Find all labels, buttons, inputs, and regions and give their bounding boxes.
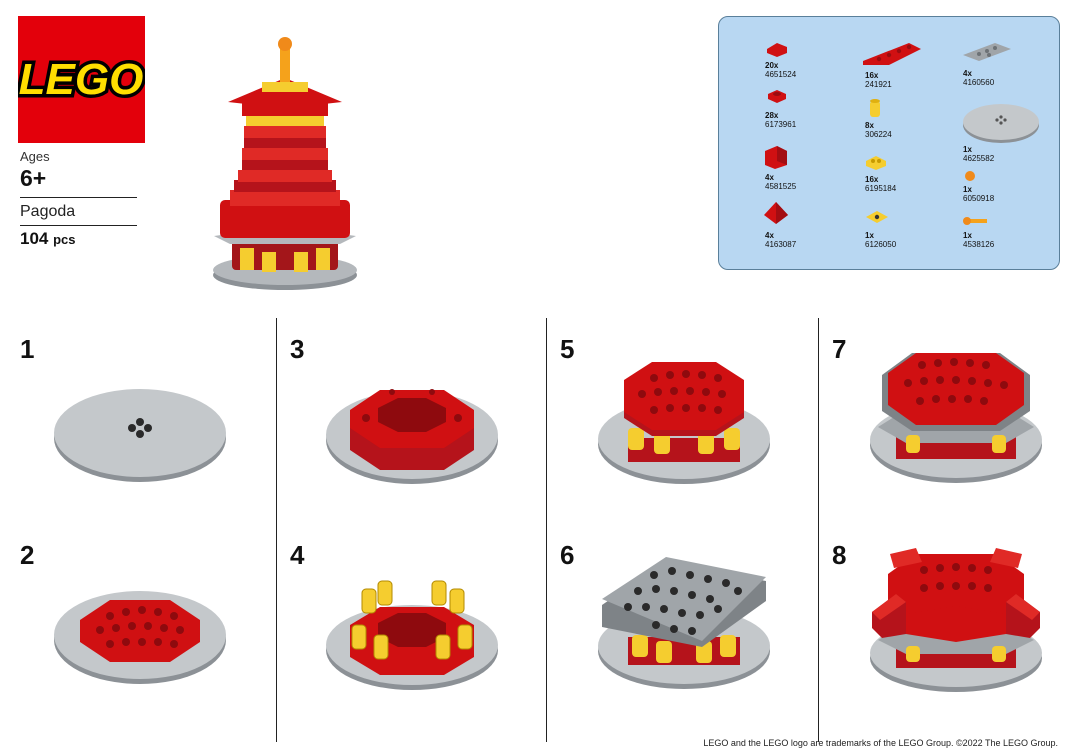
divider-rule xyxy=(20,197,137,198)
lego-logo-text: LEGO xyxy=(19,55,144,104)
step-5-illustration xyxy=(598,362,770,484)
orange-bar-piece-icon xyxy=(963,217,987,225)
step-7-illustration xyxy=(870,353,1042,483)
lego-logo: LEGO xyxy=(18,16,145,143)
red-pyramid-slope-icon xyxy=(764,202,788,224)
step-number: 1 xyxy=(20,334,35,364)
piece-count-number: 104 xyxy=(20,229,49,248)
yellow-round-brick-icon xyxy=(870,99,880,117)
step-1-illustration xyxy=(54,389,226,482)
step-number: 7 xyxy=(832,334,847,364)
gray-round-plate-icon xyxy=(963,104,1039,143)
step-number: 5 xyxy=(560,334,575,364)
column-divider xyxy=(818,318,819,742)
red-wedge-piece-icon xyxy=(767,43,787,57)
pagoda-model-image xyxy=(213,37,357,290)
red-slope-brick-icon xyxy=(765,146,787,169)
step-number: 4 xyxy=(290,540,305,570)
piece-count-unit: pcs xyxy=(53,232,76,247)
orange-round-tile-icon xyxy=(965,171,975,181)
yellow-corner-plate-icon xyxy=(866,156,886,170)
ages-value: 6+ xyxy=(20,165,47,191)
set-name: Pagoda xyxy=(20,203,76,220)
step-2-illustration xyxy=(54,591,226,684)
step-3-illustration xyxy=(326,389,498,484)
yellow-plate-icon xyxy=(866,211,888,223)
divider-rule xyxy=(20,225,137,226)
piece-count: 104 pcs xyxy=(20,229,76,249)
column-divider xyxy=(276,318,277,742)
step-number: 3 xyxy=(290,334,305,364)
red-wedge-plate-icon xyxy=(863,43,921,65)
column-divider xyxy=(546,318,547,742)
step-number: 8 xyxy=(832,540,847,570)
copyright-footer: LEGO and the LEGO logo are trademarks of… xyxy=(703,738,1058,748)
ages-label: Ages xyxy=(20,149,50,164)
step-number: 6 xyxy=(560,540,575,570)
step-6-illustration xyxy=(598,557,770,689)
step-number: 2 xyxy=(20,540,35,570)
step-4-illustration xyxy=(326,580,498,690)
red-round-tile-icon xyxy=(768,90,786,103)
gray-wedge-plate-icon xyxy=(963,43,1011,61)
step-8-illustration xyxy=(870,548,1042,692)
